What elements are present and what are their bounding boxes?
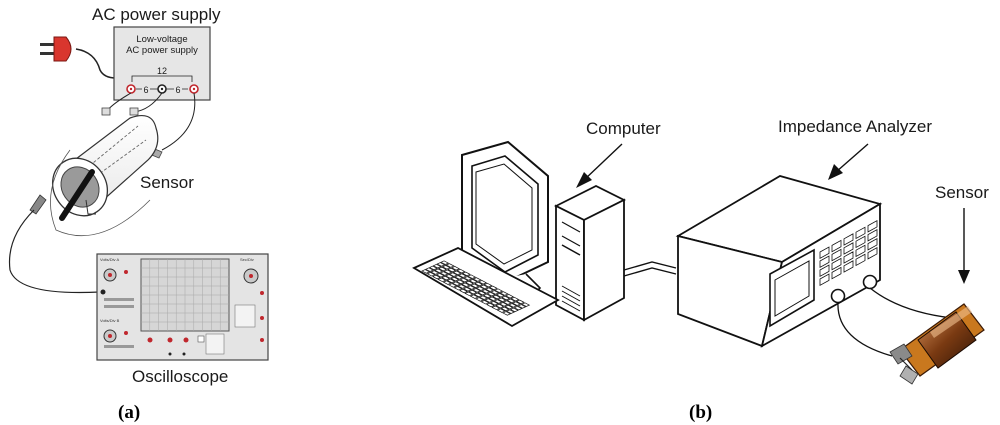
coil-sensor: [29, 115, 159, 237]
sensor-arrow-b: [958, 208, 970, 284]
sensor-label-a: Sensor: [140, 173, 194, 192]
analyzer-port-right: [862, 274, 878, 290]
panel-a: AC power supply Low-voltage AC power sup…: [8, 5, 269, 423]
computer-keyboard: [412, 246, 560, 328]
psu-voltage-right: 6: [175, 85, 180, 95]
osc-volts-b: Volts/Div B: [100, 318, 120, 323]
computer-arrow: [576, 143, 623, 188]
oscilloscope: Volts/Div A Volts/Div B Sec/Div: [96, 253, 269, 361]
analyzer-arrow: [828, 143, 869, 180]
caption-b: (b): [689, 402, 712, 423]
impedance-analyzer: [675, 175, 883, 348]
oscilloscope-label: Oscilloscope: [132, 367, 228, 386]
psu-voltage-total: 12: [157, 66, 167, 76]
analyzer-port-left: [830, 288, 846, 304]
caption-a: (a): [118, 402, 140, 423]
oscilloscope-screen: [140, 258, 230, 332]
analyzer-keypad: [819, 219, 878, 286]
psu-voltage-left: 6: [143, 85, 148, 95]
power-plug-icon: [40, 36, 117, 79]
analyzer-label: Impedance Analyzer: [778, 117, 932, 136]
psu-face-line1: Low-voltage: [136, 34, 187, 45]
psu-face-line2: AC power supply: [126, 45, 198, 56]
computer-monitor: [461, 140, 549, 299]
sensor-label-b: Sensor: [935, 183, 989, 202]
ac-power-supply-box: Low-voltage AC power supply 12 6 6: [113, 26, 211, 101]
computer-label: Computer: [586, 119, 661, 138]
osc-sec-div: Sec/Div: [240, 257, 254, 262]
panel-b: Computer Impedance Analyzer Sensor (b): [412, 117, 989, 423]
computer-tower: [553, 184, 627, 322]
sensor-coil-b: [889, 303, 985, 385]
power-supply-title: AC power supply: [92, 5, 221, 24]
osc-volts-a: Volts/Div A: [100, 257, 119, 262]
